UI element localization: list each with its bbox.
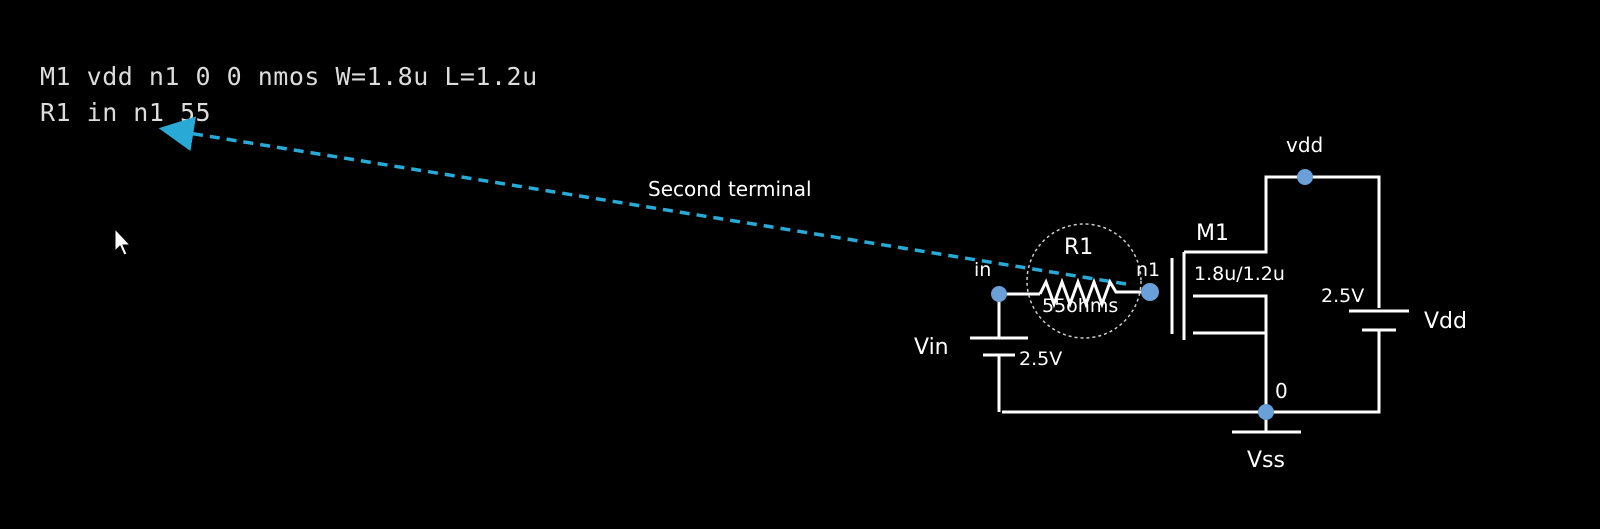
node-vdd-dot	[1297, 169, 1313, 185]
node-in-label: in	[974, 259, 991, 281]
transistor-size-label: 1.8u/1.2u	[1194, 263, 1285, 285]
vdd-value-label: 2.5V	[1321, 285, 1364, 307]
annotation-arrow	[158, 116, 1127, 286]
vdd-source-label: Vdd	[1424, 309, 1467, 334]
wires	[997, 175, 1381, 432]
vss-label: Vss	[1247, 448, 1285, 473]
node-in-dot	[991, 286, 1007, 302]
arrow-label: Second terminal	[648, 177, 812, 201]
node-vdd-label: vdd	[1286, 133, 1323, 157]
node-ground-dot	[1258, 404, 1274, 420]
nmos-transistor-symbol	[1170, 250, 1197, 340]
node-n1-dot	[1141, 283, 1159, 301]
transistor-name-label: M1	[1196, 221, 1229, 246]
vdd-source-symbol	[1349, 309, 1409, 332]
ground-node-label: 0	[1275, 379, 1288, 403]
resistor-name-label: R1	[1064, 235, 1093, 260]
vin-value-label: 2.5V	[1019, 348, 1062, 370]
vin-source-label: Vin	[914, 335, 949, 360]
resistor-value-label: 55ohms	[1042, 295, 1118, 317]
vin-source-symbol	[970, 336, 1028, 357]
resistor-highlight-circle	[1026, 223, 1142, 339]
node-n1-label: n1	[1136, 259, 1160, 281]
mouse-cursor-icon	[114, 227, 132, 256]
resistor-symbol	[1038, 277, 1124, 309]
netlist-line-transistor: M1 vdd n1 0 0 nmos W=1.8u L=1.2u	[40, 62, 538, 91]
